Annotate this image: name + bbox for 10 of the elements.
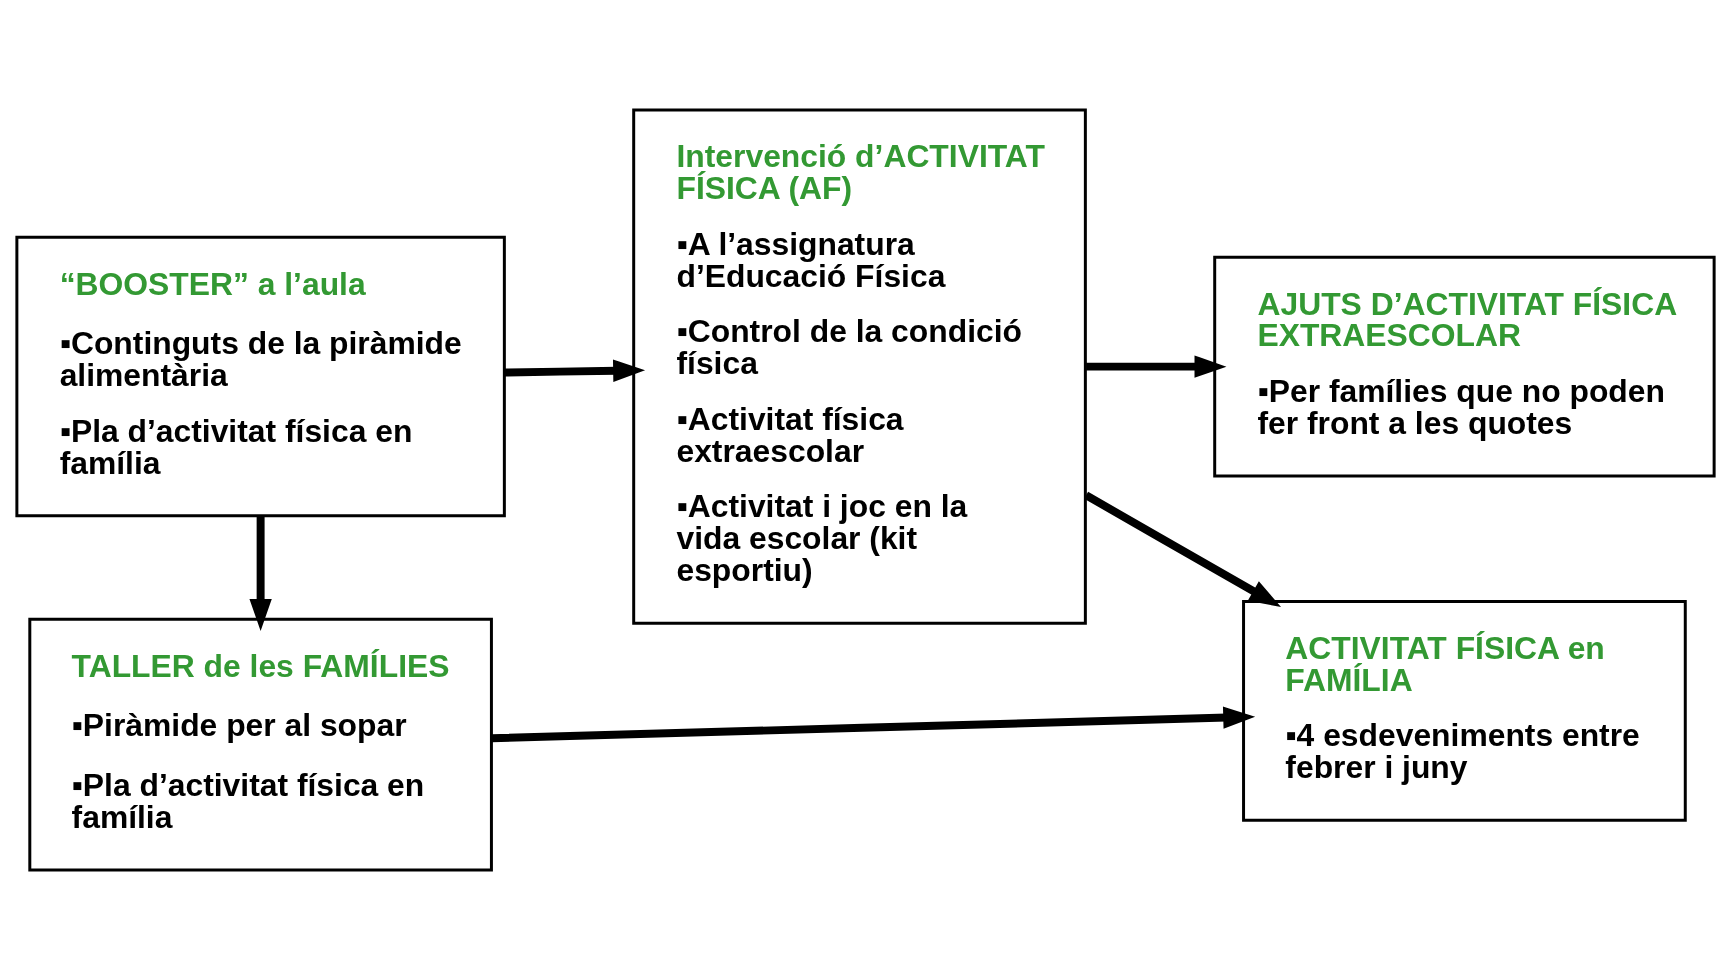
node-box: ACTIVITAT FÍSICA en FAMÍLIA ▪4 esdeveniments entre febrer i juny [1242,599,1687,822]
arrow [491,705,1256,742]
arrow [1084,491,1282,607]
arrow [249,516,272,631]
arrow [1086,354,1227,378]
node-box: Intervenció d’ACTIVITAT FÍSICA (AF) ▪A l’assignatura d’Educació Física ▪Control de la condició física ▪Activitat física extraescolar ▪Activitat i joc en la vida escolar (kit esportiu) [632,107,1087,625]
arrow [504,359,646,382]
node-box: AJUTS D’ACTIVITAT FÍSICA EXTRAESCOLAR ▪Per famílies que no poden fer front a les quotes [1213,255,1716,478]
node-box: TALLER de les FAMÍLIES ▪Piràmide per al sopar ▪Pla d’activitat física en família [28,617,493,872]
node-box: “BOOSTER” a l’aula ▪Continguts de la piràmide alimentària ▪Pla d’activitat física en família [15,235,506,517]
